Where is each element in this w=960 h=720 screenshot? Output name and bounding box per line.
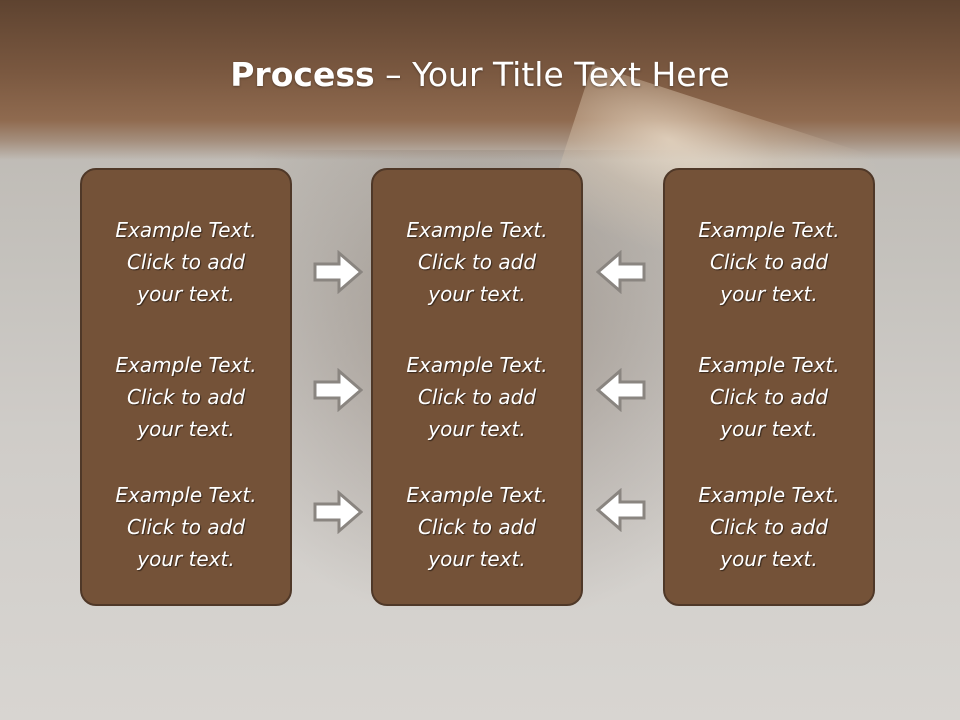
text-line: Click to add (709, 250, 829, 274)
slide-title[interactable]: Process – Your Title Text Here (0, 52, 960, 98)
text-line: Example Text. (115, 218, 257, 242)
arrow-right-icon[interactable] (313, 490, 363, 534)
text-block[interactable]: Example Text. Click to add your text. (665, 349, 873, 445)
text-block[interactable]: Example Text. Click to add your text. (665, 479, 873, 575)
text-block[interactable]: Example Text. Click to add your text. (373, 479, 581, 575)
text-line: Example Text. (115, 353, 257, 377)
title-bold: Process (230, 55, 375, 94)
title-rest: – Your Title Text Here (374, 55, 730, 94)
text-line: Example Text. (406, 353, 548, 377)
text-line: your text. (720, 282, 818, 306)
arrow-right-icon[interactable] (313, 368, 363, 412)
process-box-left[interactable]: Example Text. Click to add your text. Ex… (80, 168, 292, 606)
text-line: Click to add (126, 385, 246, 409)
text-line: your text. (720, 547, 818, 571)
text-block[interactable]: Example Text. Click to add your text. (82, 479, 290, 575)
text-block[interactable]: Example Text. Click to add your text. (373, 349, 581, 445)
text-line: your text. (137, 417, 235, 441)
process-box-right[interactable]: Example Text. Click to add your text. Ex… (663, 168, 875, 606)
text-line: Example Text. (698, 483, 840, 507)
text-block[interactable]: Example Text. Click to add your text. (82, 214, 290, 310)
text-line: your text. (428, 547, 526, 571)
text-line: Click to add (709, 385, 829, 409)
text-block[interactable]: Example Text. Click to add your text. (373, 214, 581, 310)
arrow-left-icon[interactable] (596, 368, 646, 412)
text-line: your text. (137, 282, 235, 306)
text-line: Click to add (417, 250, 537, 274)
text-line: Example Text. (698, 353, 840, 377)
text-line: Click to add (417, 385, 537, 409)
text-block[interactable]: Example Text. Click to add your text. (665, 214, 873, 310)
arrow-left-icon[interactable] (596, 488, 646, 532)
text-line: Example Text. (406, 483, 548, 507)
text-line: your text. (428, 282, 526, 306)
text-line: Example Text. (115, 483, 257, 507)
text-line: Click to add (126, 250, 246, 274)
text-line: your text. (137, 547, 235, 571)
text-line: Click to add (417, 515, 537, 539)
text-block[interactable]: Example Text. Click to add your text. (82, 349, 290, 445)
process-box-middle[interactable]: Example Text. Click to add your text. Ex… (371, 168, 583, 606)
arrow-left-icon[interactable] (596, 250, 646, 294)
text-line: your text. (428, 417, 526, 441)
text-line: Click to add (709, 515, 829, 539)
text-line: Example Text. (406, 218, 548, 242)
text-line: your text. (720, 417, 818, 441)
text-line: Click to add (126, 515, 246, 539)
arrow-right-icon[interactable] (313, 250, 363, 294)
text-line: Example Text. (698, 218, 840, 242)
